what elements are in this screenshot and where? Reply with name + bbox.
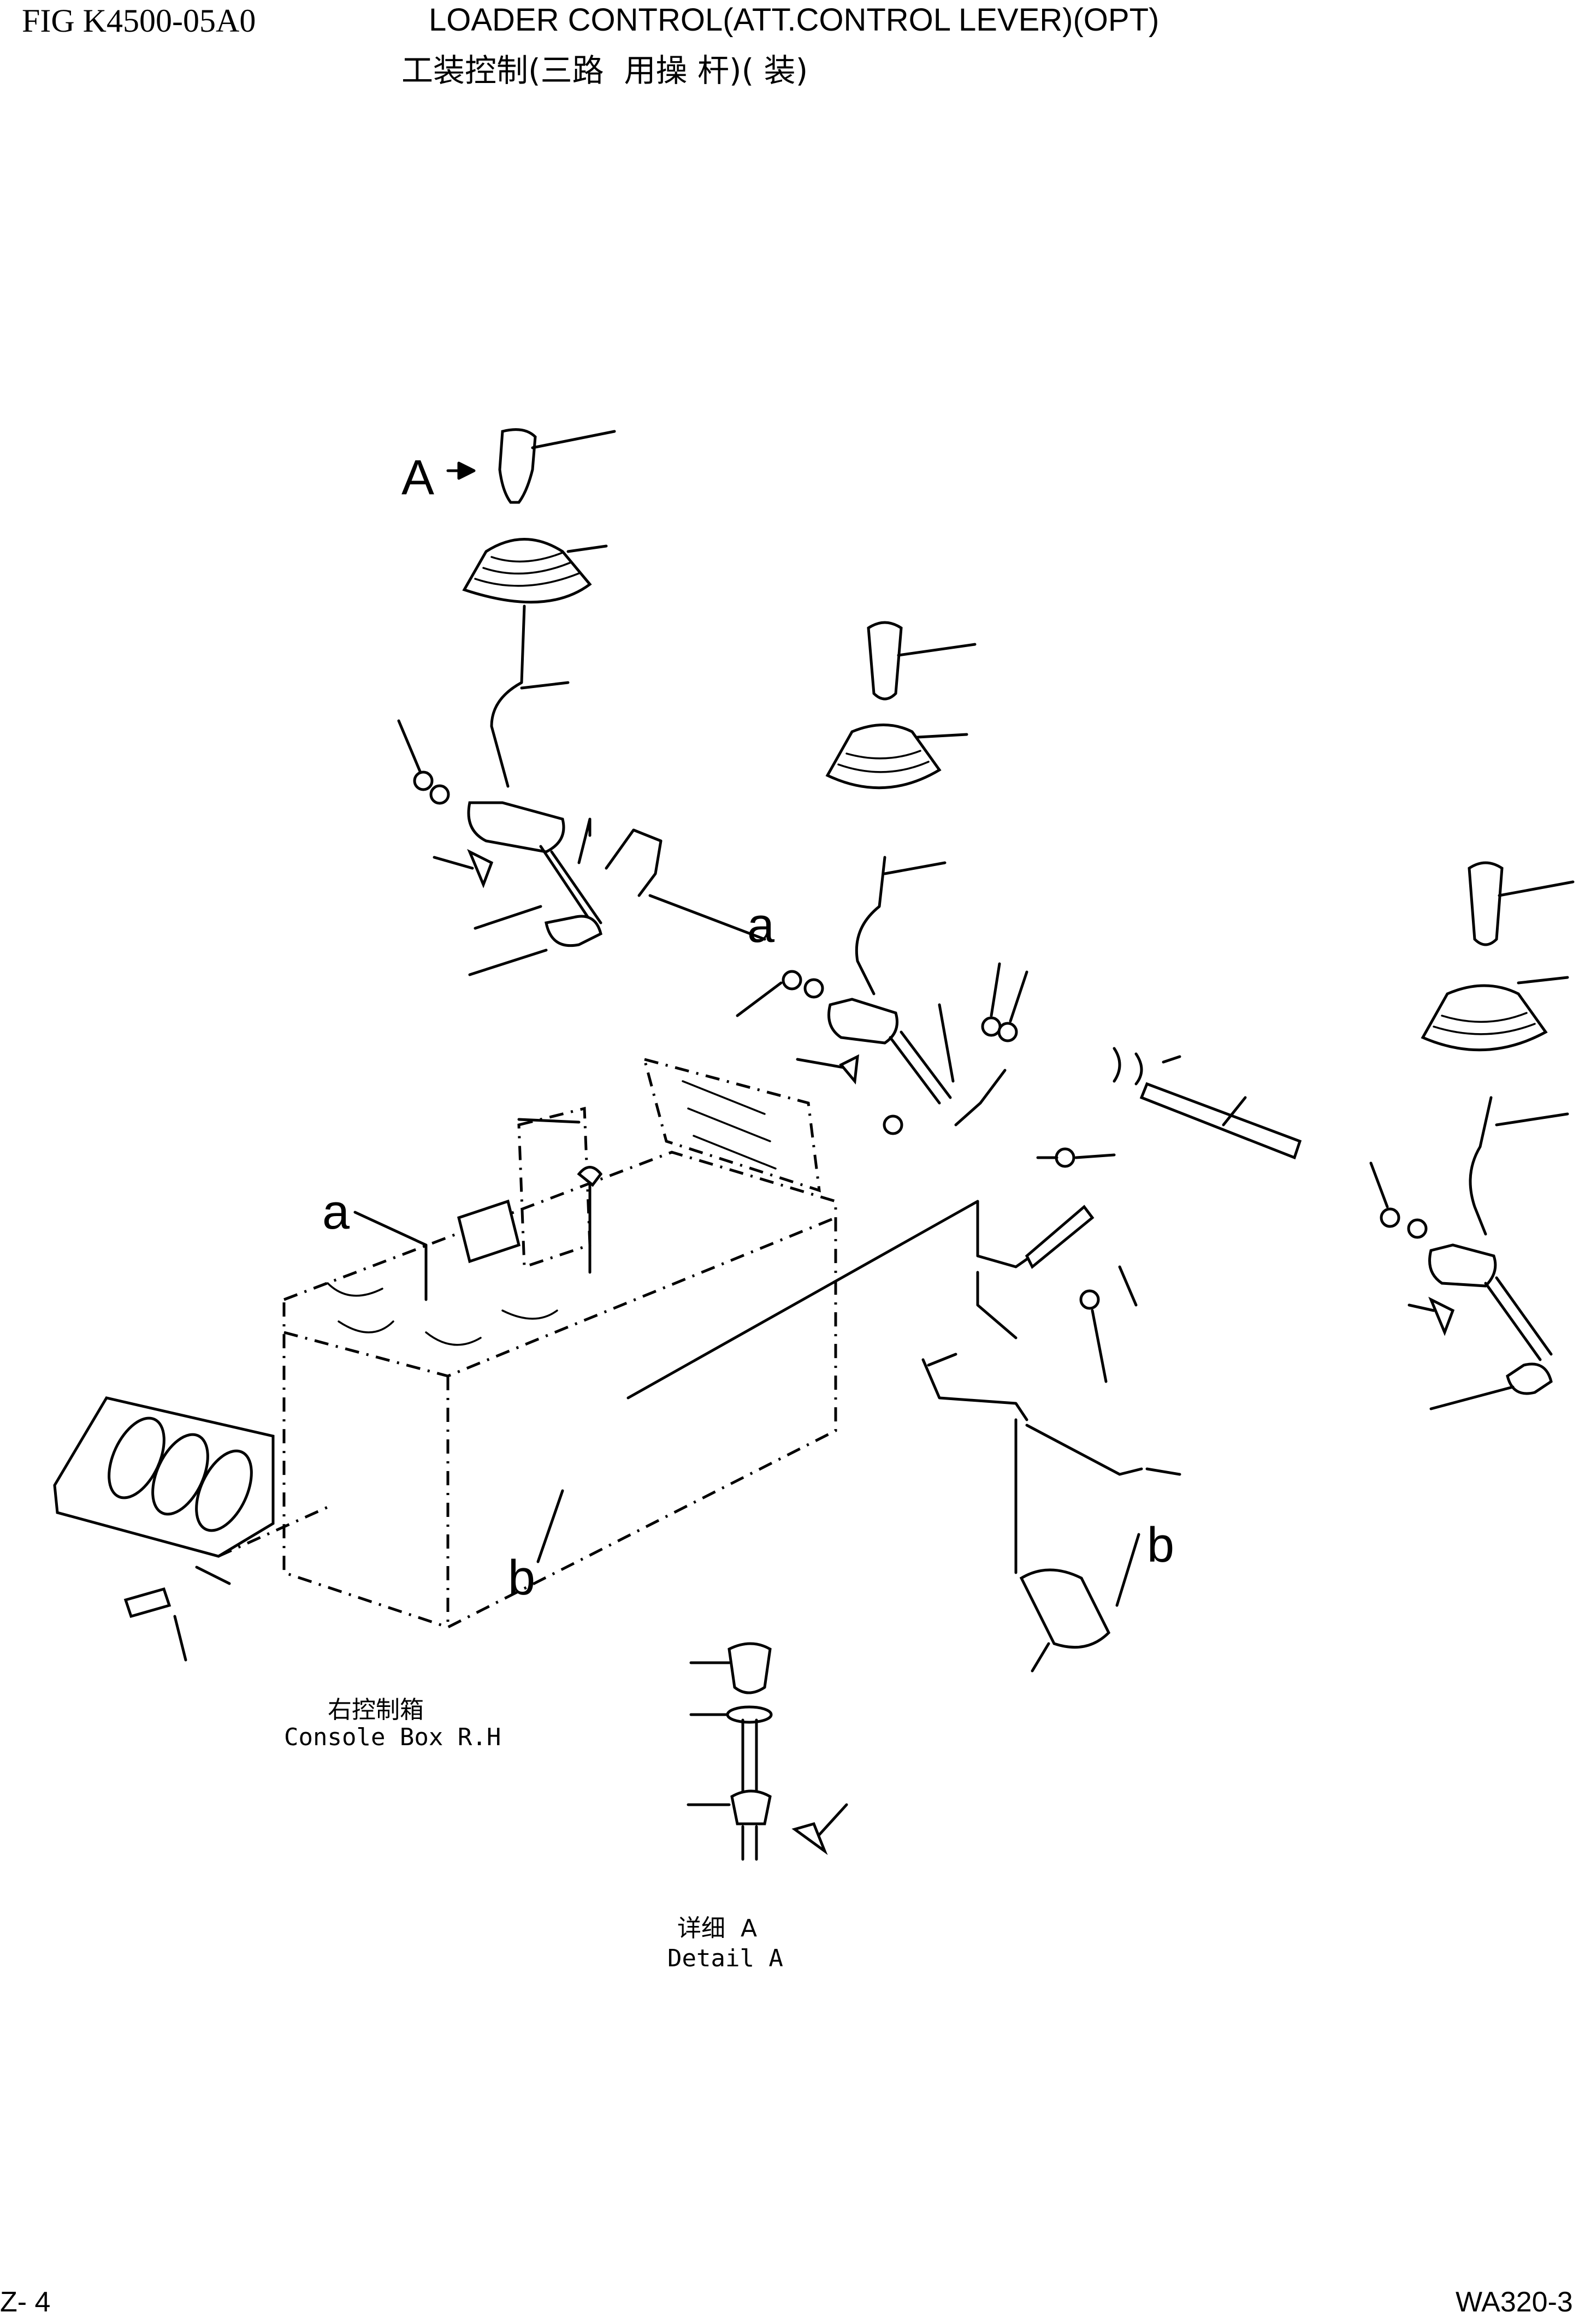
nut xyxy=(415,772,432,790)
shaft xyxy=(1142,1084,1300,1158)
view-a-label: A xyxy=(401,450,434,505)
title-chinese: 工装控制(三路 用操 杆)( 装) xyxy=(401,52,808,89)
detail-a-caption-en: Detail A xyxy=(667,1944,783,1972)
bolt xyxy=(470,852,492,885)
leader-line xyxy=(533,431,614,448)
lever-assembly-center xyxy=(797,622,1300,1166)
solenoid xyxy=(1021,1570,1109,1647)
figure-code: FIG K4500-05A0 xyxy=(22,3,256,39)
view-a-arrowhead xyxy=(459,463,474,478)
page-number: Z- 4 xyxy=(0,2286,51,2318)
lever-assembly-right xyxy=(1371,863,1573,1409)
linkage: b xyxy=(923,1201,1180,1671)
lever-boot xyxy=(464,540,590,602)
lever-pivot xyxy=(1430,1245,1495,1286)
lever-boot xyxy=(1423,986,1546,1050)
console-box-caption-cn: 右控制箱 xyxy=(328,1696,424,1724)
lever-rod xyxy=(492,606,524,786)
console-box-caption-en: Console Box R.H xyxy=(284,1723,501,1751)
lever-boot xyxy=(827,725,939,788)
lever-knob xyxy=(500,430,535,502)
ref-b-label-1: b xyxy=(1147,1518,1174,1573)
washer xyxy=(431,786,448,803)
lever-rod xyxy=(1470,1098,1491,1234)
detail-a-caption-cn: 详细 A xyxy=(677,1914,758,1942)
lever-rod xyxy=(856,857,885,994)
model-number: WA320-3 xyxy=(1456,2286,1573,2318)
detail-a xyxy=(688,1644,847,1859)
knob-body xyxy=(732,1791,770,1824)
knob-cap xyxy=(729,1644,770,1693)
ref-b-label-2: b xyxy=(508,1551,535,1605)
screw xyxy=(126,1589,169,1616)
lever-pivot xyxy=(469,803,564,852)
lever-knob xyxy=(1469,863,1502,945)
ring xyxy=(728,1707,771,1722)
lever-pivot xyxy=(829,999,897,1043)
lever-assembly-left: A a xyxy=(399,430,823,1016)
console-box: a b xyxy=(55,1059,978,1660)
ref-a-label-1: a xyxy=(747,898,775,953)
link-plate xyxy=(1027,1207,1092,1267)
switch-screw xyxy=(795,1824,825,1851)
title-english: LOADER CONTROL(ATT.CONTROL LEVER)(OPT) xyxy=(429,2,1160,38)
lever-knob xyxy=(868,622,901,699)
ref-a-label-2: a xyxy=(322,1185,350,1240)
